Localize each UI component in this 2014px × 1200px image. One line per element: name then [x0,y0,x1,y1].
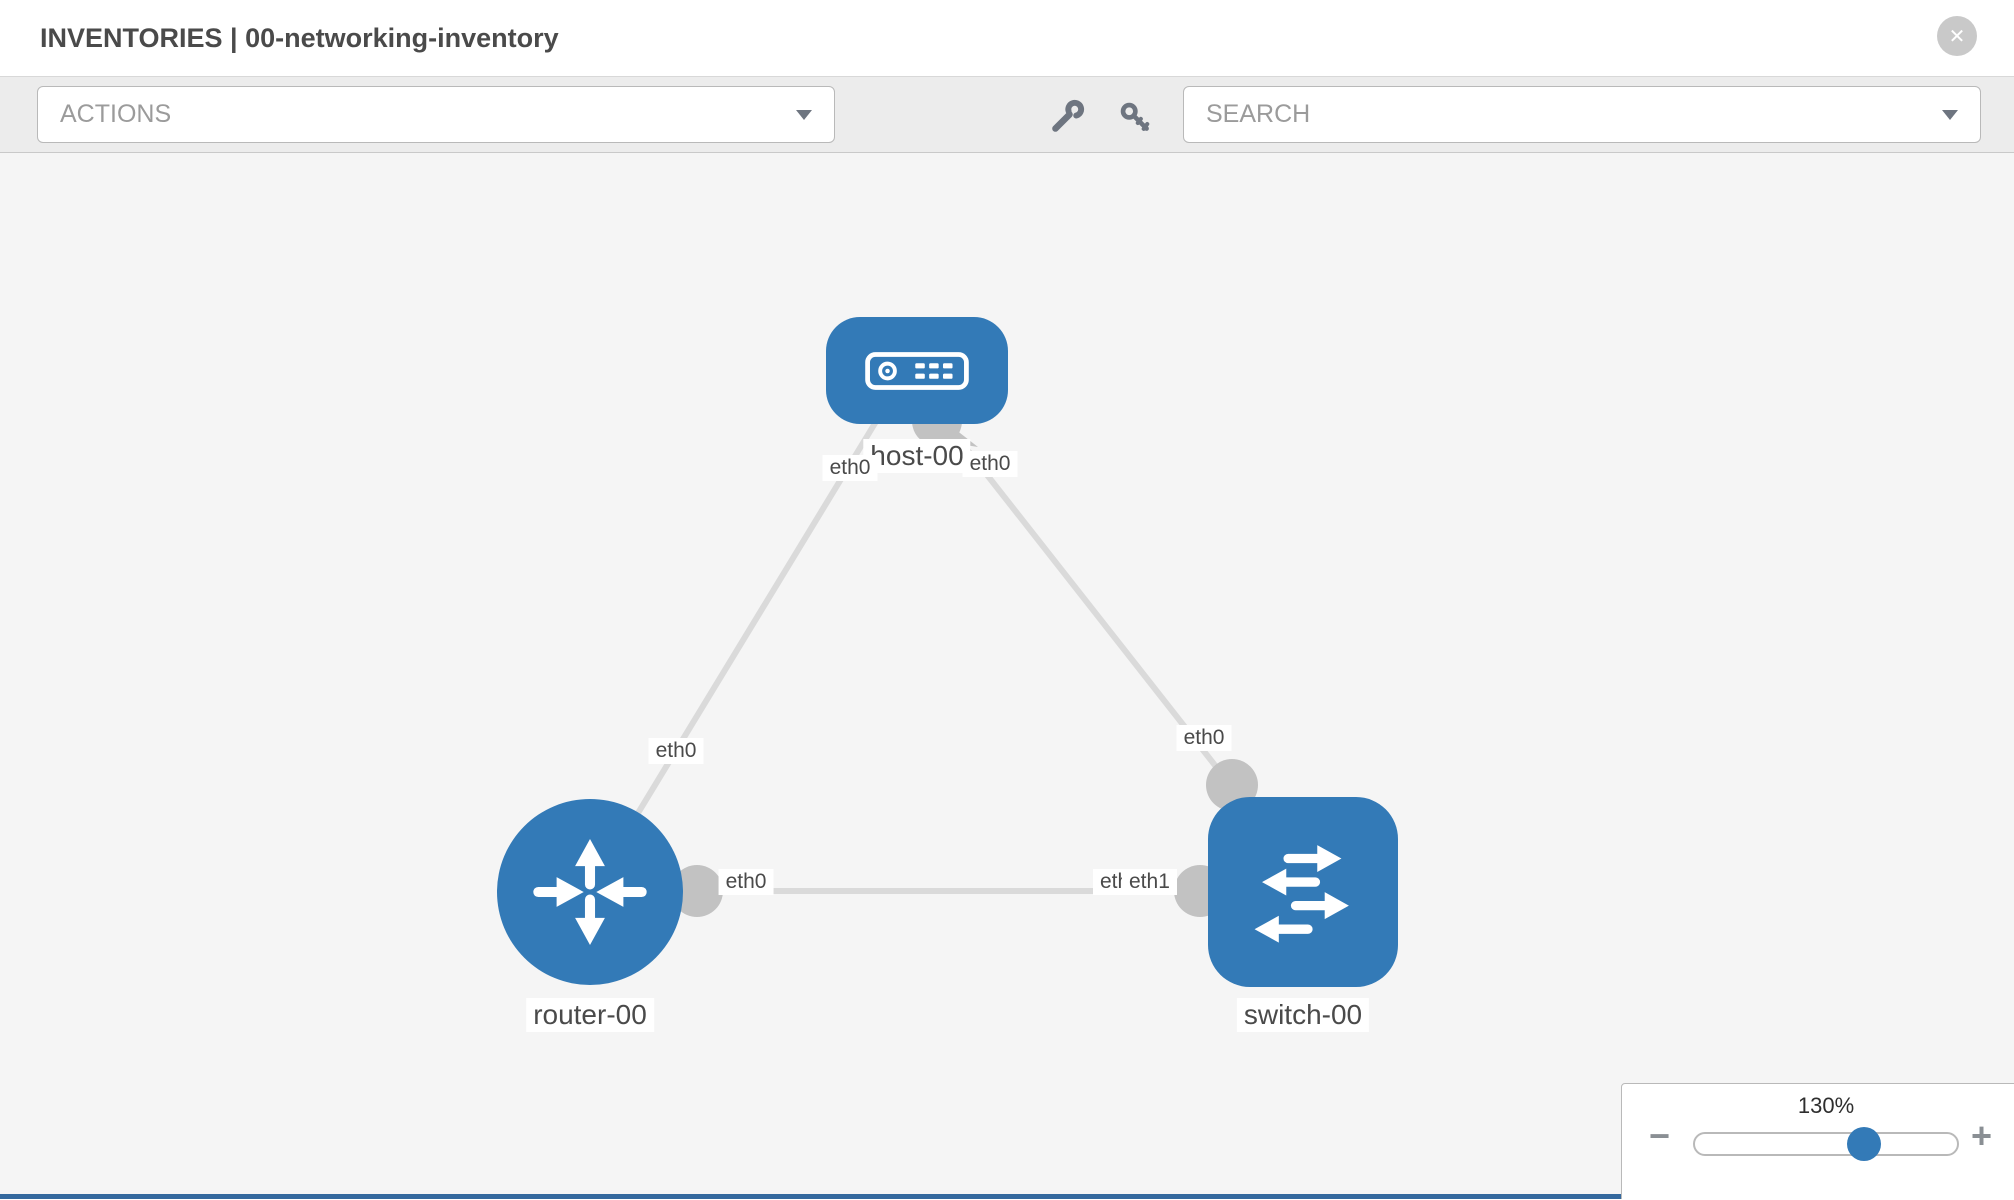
link-lines [587,413,1235,894]
zoom-slider-knob[interactable] [1847,1127,1881,1161]
footer-accent-bar [0,1194,1621,1199]
if-label-switch-eth1: eth1 [1122,869,1177,895]
if-label-host-eth0-left: eth0 [822,455,878,481]
key-icon[interactable] [1117,99,1153,135]
actions-dropdown[interactable]: ACTIONS [37,86,835,143]
host-icon [865,351,969,390]
actions-dropdown-label: ACTIONS [60,100,172,128]
topology-canvas[interactable]: host-00 router-00 switch-00 eth0 eth0 et… [0,153,2014,1199]
wrench-icon[interactable] [1049,99,1085,135]
zoom-slider-track[interactable] [1693,1132,1959,1156]
search-dropdown[interactable]: SEARCH [1183,86,1981,143]
zoom-in-button[interactable]: + [1971,1115,1993,1156]
page-title: INVENTORIES | 00-networking-inventory [40,23,559,53]
if-label-host-eth0-right: eth0 [962,451,1018,477]
switch-icon [1254,845,1349,943]
node-label-switch: switch-00 [1236,998,1370,1032]
zoom-percentage: 130% [1797,1093,1855,1118]
toolbar: ACTIONS SEARCH [0,77,2014,153]
if-label-router-eth0: eth0 [718,869,774,895]
node-label-router: router-00 [526,998,654,1032]
if-label-router-eth0-uplink: eth0 [648,738,704,764]
header: INVENTORIES | 00-networking-inventory ✕ [0,0,2014,77]
node-switch-00[interactable] [1208,797,1398,987]
node-label-host: host-00 [863,439,971,473]
chevron-down-icon [796,109,812,120]
close-icon[interactable]: ✕ [1937,16,1977,56]
chevron-down-icon [1942,109,1958,120]
zoom-panel: 130% − + [1621,1083,2014,1199]
if-label-switch-eth0: eth0 [1176,725,1232,751]
zoom-out-button[interactable]: − [1649,1115,1671,1156]
links-layer [587,396,1258,917]
node-host-00[interactable] [826,317,1008,424]
search-placeholder: SEARCH [1206,100,1311,128]
node-router-00[interactable] [497,799,683,985]
connector-router-eth0 [671,865,723,917]
router-icon [533,839,647,945]
close-glyph: ✕ [1948,25,1966,48]
